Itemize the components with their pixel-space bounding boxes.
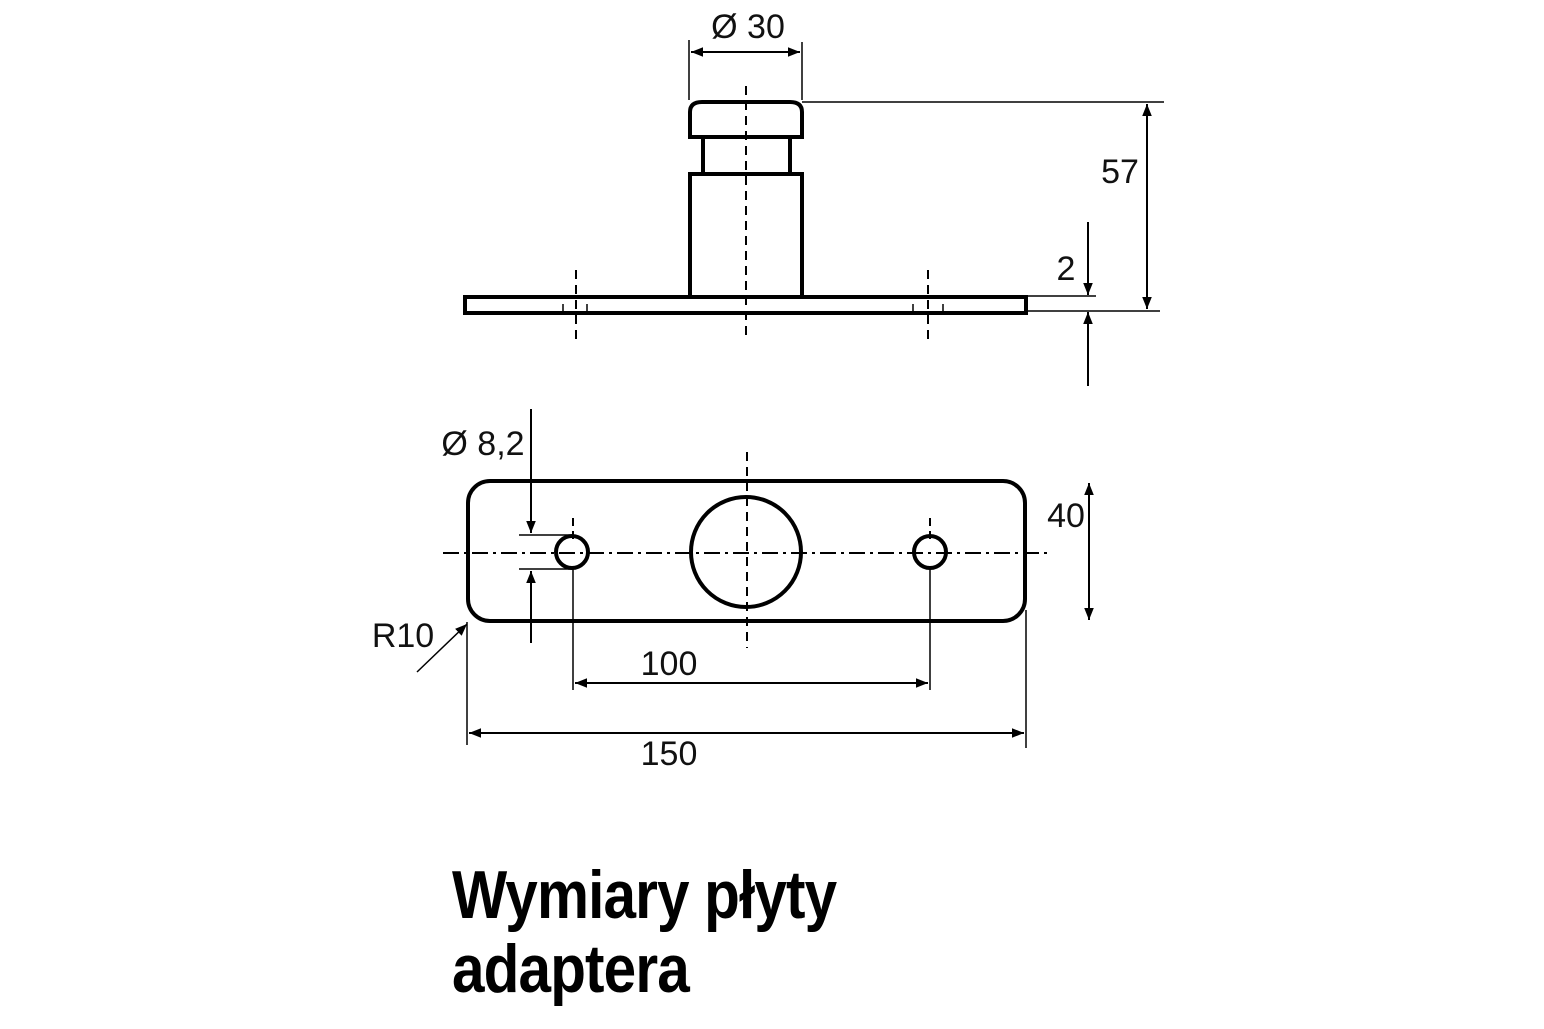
top-view: Ø 8,2 40 R10 100 150 bbox=[372, 409, 1094, 773]
dim-plate-length: 150 bbox=[641, 735, 698, 773]
dim-hole-diameter: Ø 8,2 bbox=[441, 425, 524, 463]
dim-hole-spacing: 100 bbox=[641, 645, 698, 683]
caption-line-2: adaptera bbox=[452, 931, 690, 1007]
dim-corner-radius: R10 bbox=[372, 617, 434, 655]
side-view: Ø 30 57 2 bbox=[463, 8, 1164, 386]
dim-top-diameter: Ø 30 bbox=[711, 8, 785, 46]
dim-plate-thickness: 2 bbox=[1057, 250, 1076, 288]
caption-title: Wymiary płyty adaptera bbox=[452, 857, 837, 1007]
dim-plate-width: 40 bbox=[1047, 497, 1085, 535]
neck-outline bbox=[701, 137, 792, 174]
caption-line-1: Wymiary płyty bbox=[452, 857, 837, 933]
cap-outline bbox=[688, 100, 804, 139]
radius-leader bbox=[416, 623, 468, 673]
body-outline bbox=[688, 172, 804, 296]
dim-height-total: 57 bbox=[1101, 153, 1139, 191]
